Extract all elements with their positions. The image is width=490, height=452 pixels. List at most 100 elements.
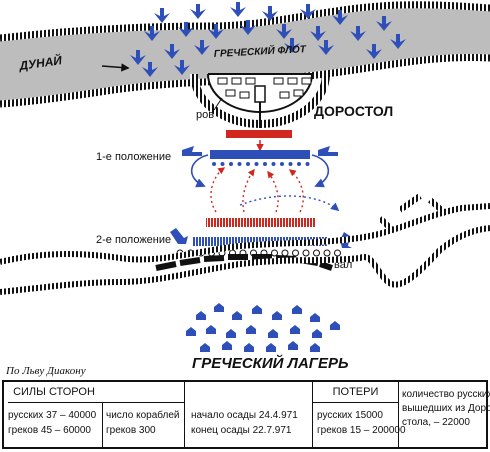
losses-header: ПОТЕРИ	[332, 386, 379, 398]
ship-icon	[178, 22, 194, 37]
moat-label: ров	[196, 109, 214, 121]
ship-icon	[194, 40, 210, 55]
left-city-line1: количество русских,	[402, 389, 490, 400]
tent-icon	[288, 341, 298, 350]
house-icon	[239, 91, 250, 99]
ship-icon	[142, 62, 158, 77]
rampart-segment	[319, 261, 333, 271]
soldier-dot	[323, 249, 331, 257]
tent-icon	[200, 343, 210, 352]
house-icon	[293, 89, 304, 97]
greek-line-1	[210, 150, 310, 159]
tent-icon	[310, 313, 320, 322]
battle-map: ДУНАЙ ГРЕЧЕСКИЙ ФЛОТ ДОРОСТОЛ ров 1-е по…	[0, 1, 490, 377]
soldier-dot	[288, 162, 293, 166]
ship-icon	[190, 4, 206, 19]
soldier-dot	[297, 162, 301, 166]
danube-river	[0, 1, 490, 108]
house-icon	[225, 89, 236, 97]
ship-icon	[262, 6, 278, 21]
soldier-dot	[281, 249, 289, 257]
losses-greeks: греков 15 – 200000	[317, 425, 406, 436]
tent-icon	[310, 343, 320, 352]
soldier-dot	[334, 249, 341, 257]
soldier-dot	[302, 249, 310, 257]
greek-infantry-1	[212, 162, 310, 166]
ship-icon	[390, 34, 406, 49]
ship-icon	[332, 10, 348, 25]
left-city-line3: стола, – 22000	[402, 417, 470, 428]
cavalry-left-2	[170, 228, 188, 244]
soldier-dot	[246, 162, 250, 166]
soldier-dot	[254, 162, 259, 166]
tent-icon	[232, 311, 242, 320]
forces-header: СИЛЫ СТОРОН	[13, 386, 95, 398]
tent-icon	[290, 325, 300, 334]
soldier-dot	[271, 249, 278, 257]
ship-icon	[350, 26, 366, 41]
greek-fleet	[130, 2, 406, 77]
greek-line-2	[192, 237, 328, 246]
losses-russians: русских 15000	[317, 410, 383, 421]
soldier-dot	[292, 249, 299, 257]
camp-label: ГРЕЧЕСКИЙ ЛАГЕРЬ	[192, 354, 349, 372]
summary-table: СИЛЫ СТОРОН русских 37 – 40000 греков 45…	[2, 380, 490, 449]
ship-icon	[318, 40, 334, 55]
tent-icon	[186, 327, 196, 336]
greek-camp	[186, 303, 340, 352]
tent-icon	[206, 325, 216, 334]
ships-label: число кораблей	[106, 410, 180, 421]
house-icon	[301, 77, 312, 85]
house-icon	[287, 77, 298, 85]
tent-icon	[266, 343, 276, 352]
soldier-dot	[313, 249, 320, 257]
ship-icon	[240, 20, 256, 35]
tent-icon	[272, 311, 282, 320]
river-flow-arrow	[101, 63, 130, 72]
terrain-ridges	[0, 193, 490, 295]
forces-cell: СИЛЫ СТОРОН русских 37 – 40000 греков 45…	[4, 382, 184, 447]
ship-icon	[230, 2, 246, 17]
siege-cell: начало осады 24.4.971 конец осады 22.7.9…	[184, 382, 312, 447]
cavalry-left-1	[182, 146, 202, 156]
ship-icon	[366, 44, 382, 59]
house-icon	[273, 77, 284, 85]
tent-icon	[214, 303, 224, 312]
tent-icon	[268, 329, 278, 338]
siege-start: начало осады 24.4.971	[191, 410, 298, 421]
tent-icon	[252, 305, 262, 314]
soldier-dot	[229, 162, 233, 166]
city-label: ДОРОСТОЛ	[314, 103, 393, 119]
forces-greeks: греков 45 – 60000	[8, 425, 91, 436]
soldier-dot	[263, 162, 267, 166]
soldier-dot	[237, 162, 242, 166]
rampart-segment	[155, 261, 177, 271]
soldier-dot	[271, 162, 276, 166]
ship-icon	[284, 38, 300, 53]
position1-label: 1-е положение	[96, 151, 171, 163]
rampart-segment	[203, 255, 225, 262]
tent-icon	[246, 325, 256, 334]
house-icon	[217, 77, 228, 85]
tent-icon	[292, 305, 302, 314]
losses-cell: ПОТЕРИ русских 15000 греков 15 – 200000	[312, 382, 406, 447]
russian-line-1	[226, 130, 292, 138]
moat-pointer	[213, 97, 223, 111]
left-city-cell: количество русских, вышедших из Доро- ст…	[398, 382, 490, 447]
tent-icon	[330, 321, 340, 330]
ship-icon	[376, 16, 392, 31]
ship-icon	[276, 24, 292, 39]
rampart-segment	[179, 257, 201, 266]
ship-icon	[208, 24, 224, 39]
house-icon	[245, 77, 256, 85]
tent-icon	[222, 341, 232, 350]
ship-icon	[300, 4, 316, 19]
position2-label: 2-е положение	[96, 234, 171, 246]
ship-icon	[130, 50, 146, 65]
soldier-dot	[305, 162, 310, 166]
ship-icon	[164, 44, 180, 59]
soldier-dot	[220, 162, 225, 166]
russian-line-2	[206, 218, 316, 227]
ship-icon	[174, 60, 190, 75]
manoeuvre-arrows	[210, 167, 340, 213]
